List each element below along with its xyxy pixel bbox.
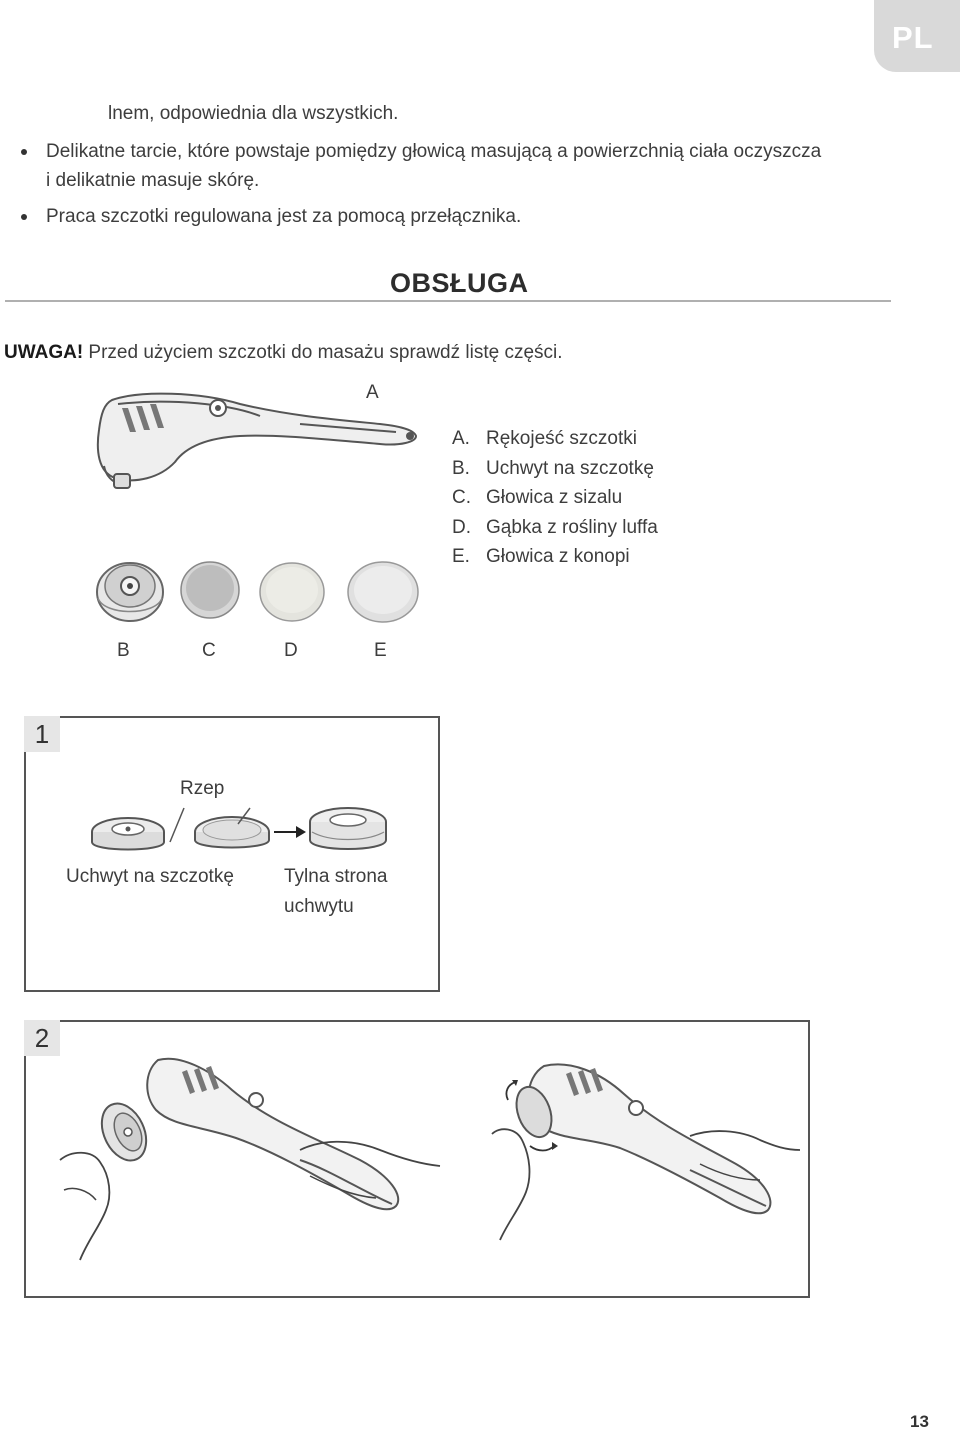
list-item: D. Gąbka z rośliny luffa — [452, 513, 658, 543]
label-holder: Uchwyt na szczotkę — [66, 866, 234, 887]
label-velcro: Rzep — [180, 778, 225, 799]
part-label-d: D — [284, 640, 298, 661]
step-1-frame — [24, 716, 440, 992]
step-1-number: 1 — [24, 716, 60, 752]
list-item-key: B. — [452, 457, 470, 479]
list-item-text: Uchwyt na szczotkę — [486, 457, 654, 479]
warning-text: Przed użyciem szczotki do masażu sprawdź… — [83, 342, 563, 363]
list-item-key: D. — [452, 516, 471, 538]
list-item: B. Uchwyt na szczotkę — [452, 454, 658, 484]
list-item-text: Rękojeść szczotki — [486, 428, 637, 449]
label-back-line-1: Tylna strona — [284, 866, 388, 887]
page-number: 13 — [910, 1412, 929, 1431]
label-back-line-2: uchwytu — [284, 896, 354, 917]
parts-list: A. Rękojeść szczotki B. Uchwyt na szczotkę… — [452, 424, 658, 572]
warning-label: UWAGA! — [4, 342, 84, 363]
intro-continuation: lnem, odpowiednia dla wszystkich. — [108, 103, 399, 124]
list-item-key: A. — [452, 428, 470, 449]
list-item: E. Głowica z konopi — [452, 542, 658, 572]
part-label-a: A — [366, 382, 379, 403]
step-2-number: 2 — [24, 1020, 60, 1056]
part-label-b: B — [117, 640, 130, 661]
list-item-text: Głowica z sizalu — [486, 487, 623, 508]
section-divider — [5, 300, 891, 302]
part-label-e: E — [374, 640, 387, 661]
bullet-dot — [21, 214, 27, 220]
language-tab: PL — [874, 0, 960, 72]
list-item-text: Gąbka z rośliny luffa — [486, 516, 658, 538]
warning-line: UWAGA! Przed użyciem szczotki do masażu … — [4, 342, 563, 364]
bullet-2-line-1: Praca szczotki regulowana jest za pomocą… — [46, 206, 522, 227]
bullet-1-line-1: Delikatne tarcie, które powstaje pomiędz… — [46, 141, 822, 162]
list-item-key: E. — [452, 546, 470, 567]
section-title: OBSŁUGA — [390, 268, 529, 298]
list-item: A. Rękojeść szczotki — [452, 424, 658, 454]
list-item: C. Głowica z sizalu — [452, 483, 658, 513]
list-item-text: Głowica z konopi — [486, 546, 630, 567]
step-2-frame — [24, 1020, 810, 1298]
list-item-key: C. — [452, 487, 471, 508]
part-label-c: C — [202, 640, 216, 661]
bullet-1-line-2: i delikatnie masuje skórę. — [46, 170, 260, 191]
language-tab-label: PL — [892, 20, 934, 55]
bullet-dot — [21, 149, 27, 155]
